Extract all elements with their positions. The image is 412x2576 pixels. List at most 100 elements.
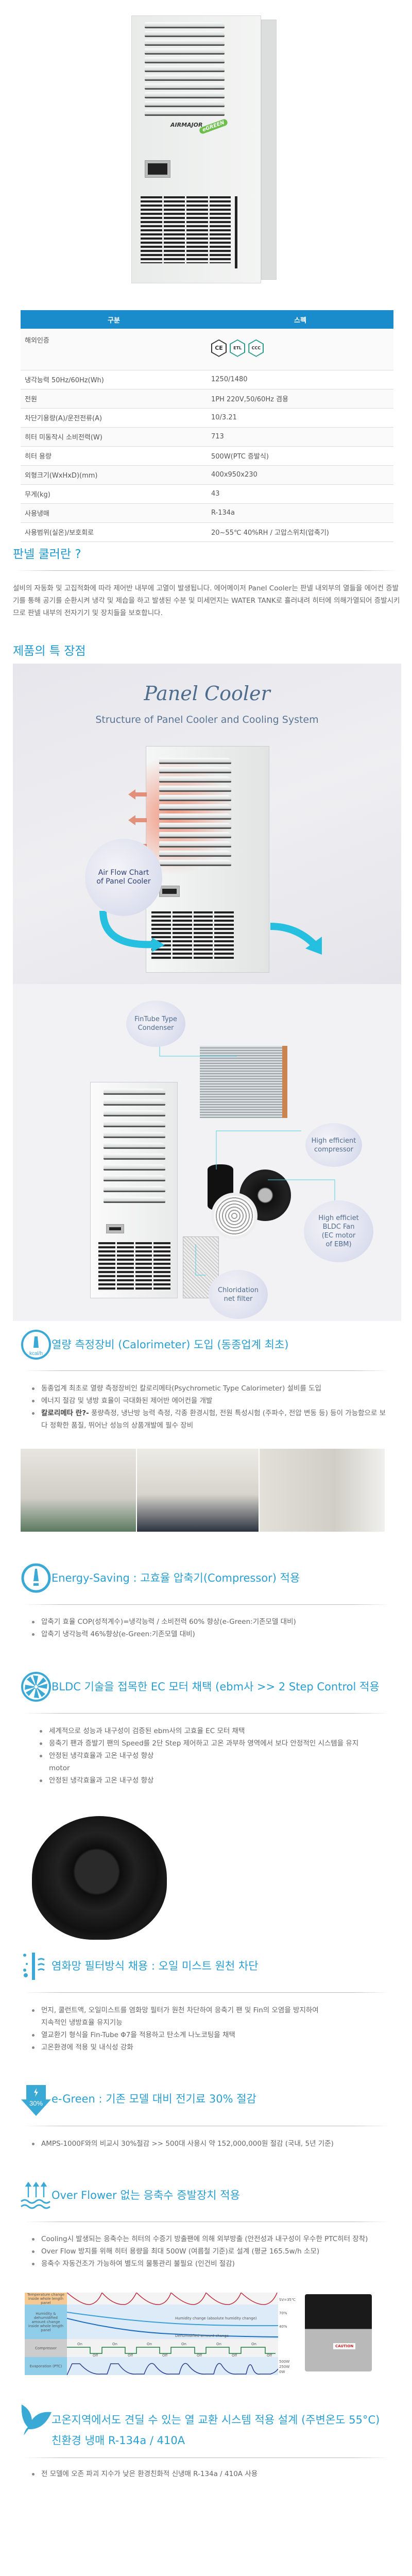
compressor-label: High efficient compressor [305,1123,362,1167]
brand-logo: AIRMAJOR [170,122,203,128]
features-title: 제품의 특 장점 [13,645,86,658]
louvre [159,786,231,792]
louvre [159,851,231,857]
row-label: 무게(kg) [21,484,207,504]
chart-row-label: Humidity & dehumidified amount change in… [25,2304,67,2339]
row-label: 전원 [21,389,207,409]
louvre [145,22,225,28]
louvre [104,1186,165,1192]
chart-row-label: Temperature change inside whole length p… [25,2293,67,2305]
list-item: 압축기 효율 COP(성적계수)=냉각능력 / 소비전력 60% 향상(e-Gr… [31,1616,391,1628]
louvre [104,1089,165,1095]
chart-axis-label: 40% [279,2325,287,2329]
chart-axis-label: SV=35℃ [279,2298,296,2302]
down-arrow-30-icon: 30% [21,2085,51,2116]
leaf-icon [21,2404,52,2435]
chart-row-label: Compressor [25,2339,67,2357]
intro-text: 설비의 자동화 및 고집적화에 따라 제어반 내부에 고열이 발생됩니다. 에어… [13,584,400,617]
divider [15,570,399,571]
chart-axis-label: 70% [279,2311,287,2315]
louvre [159,758,231,764]
row-label: 냉각능력 50Hz/60Hz(Wh) [21,370,207,389]
energy-bullets: 압축기 효율 COP(성적계수)=냉각능력 / 소비전력 60% 향상(e-Gr… [31,1616,391,1640]
divider [25,1992,389,1993]
table-row: 히터 미동작시 소비전력(W)713 [21,427,393,447]
controller-display [145,160,170,178]
louvre [104,1132,165,1138]
list-item: Cooling시 발생되는 응축수는 히터의 수증기 방출팬에 의해 외부방출 … [31,2233,391,2245]
row-value: 500W(PTC 증발식) [207,446,393,466]
list-item: 안정된 냉각효율과 고온 내구성 향상 [39,1774,399,1787]
louvre [159,776,231,783]
diagram-title: Panel Cooler [144,682,270,705]
compressor-state-label: On [216,2342,221,2346]
list-item: 먼지, 쿨런트액, 오일미스트를 염화망 필터가 원천 차단하여 응축기 팬 및… [31,2004,319,2029]
louvre [104,1143,165,1149]
compressor-state-label: Off [197,2353,202,2358]
condenser-illustration [200,1046,287,1118]
row-value: R-134a [207,503,393,523]
evaporation-icon [21,2182,50,2209]
compressor-state-label: Off [93,2353,98,2358]
table-row: 무게(kg)43 [21,484,393,504]
table-row: 해외인증 CE ETL CCC [21,329,393,370]
list-item: motor [49,1764,70,1772]
svg-text:30%: 30% [29,2099,43,2107]
table-row: 냉각능력 50Hz/60Hz(Wh)1250/1480 [21,370,393,389]
row-value: 10/3.21 [207,408,393,428]
chart-row-label: Evaporation (PTC) [25,2357,67,2375]
section-title: 염화망 필터방식 채용 : 오일 미스트 원천 차단 [52,1960,259,1972]
section-title: Over Flower 없는 응축수 증발장치 적용 [52,2189,240,2201]
lab-photo [21,1449,137,1532]
condenser-label: FinTube Type Condenser [126,1001,185,1047]
row-label: 사용범위(실온)/보호회로 [21,522,207,542]
row-value: 1PH 220V,50/60Hz 겸용 [207,389,393,409]
speedometer-icon [21,1563,51,1593]
intro-title: 판넬 쿨러란 ? [13,548,81,561]
table-row: 차단기용량(A)/운전전류(A)10/3.21 [21,408,393,428]
egreen-badge: eGREEN [198,118,229,135]
diagram-airflow: Panel Cooler Structure of Panel Cooler a… [13,664,401,984]
list-item: 안정된 냉각효율과 고온 내구성 향상 [39,1750,399,1762]
ce-cert-icon: CE [211,339,227,357]
louvre [159,841,231,848]
filter-mist-icon [23,1953,45,1980]
louvre [145,92,225,98]
compressor-state-label: On [112,2342,117,2346]
section-title: BLDC 기술을 접목한 EC 모터 채택 (ebm사 >> 2 Step Co… [52,1681,380,1693]
divider [25,1713,389,1714]
compressor-state-label: On [251,2342,256,2346]
louvre [159,804,231,810]
row-label: 히터 용량 [21,446,207,466]
compressor-state-label: Off [162,2353,168,2358]
divider [25,1604,389,1605]
chart-plot: Humidity change (absolute humidity chang… [67,2293,278,2375]
divider [25,1370,389,1371]
cooler-front-illustration [90,1082,178,1298]
list-item: 응축기 팬과 증발기 팬의 Speed를 2단 Step 제어하고 고온 과부하… [39,1737,399,1750]
louvre [145,40,225,46]
louvre [145,110,225,116]
compressor-state-label: On [147,2342,152,2346]
diagram-subtitle: Structure of Panel Cooler and Cooling Sy… [95,714,319,725]
louvre [145,48,225,55]
row-label: 히터 미동작시 소비전력(W) [21,427,207,447]
compressor-state-label: On [77,2342,82,2346]
louvre [159,795,231,801]
fan-guard-illustration [211,1193,258,1239]
lab-photos [21,1449,386,1532]
caution-label: CAUTION [333,2343,356,2349]
list-item: 응축수 자동건조가 가능하여 별도의 물통관리 불필요 (인건비 절감) [31,2258,391,2270]
louvre [104,1164,165,1171]
handle [235,196,237,268]
row-value: 20~55℃ 40%RH / 고압스위치(압축기) [207,522,393,542]
louvre [145,57,225,63]
list-item: 압축기 냉각능력 46%향상(e-Green:기존모델 대비) [31,1628,391,1640]
svg-text:Dehumidified amount change: Dehumidified amount change [175,2334,229,2338]
row-label: 사용냉매 [21,503,207,523]
row-value: 43 [207,484,393,504]
cooler-illustration [146,746,269,973]
row-label: 해외인증 [21,329,207,370]
